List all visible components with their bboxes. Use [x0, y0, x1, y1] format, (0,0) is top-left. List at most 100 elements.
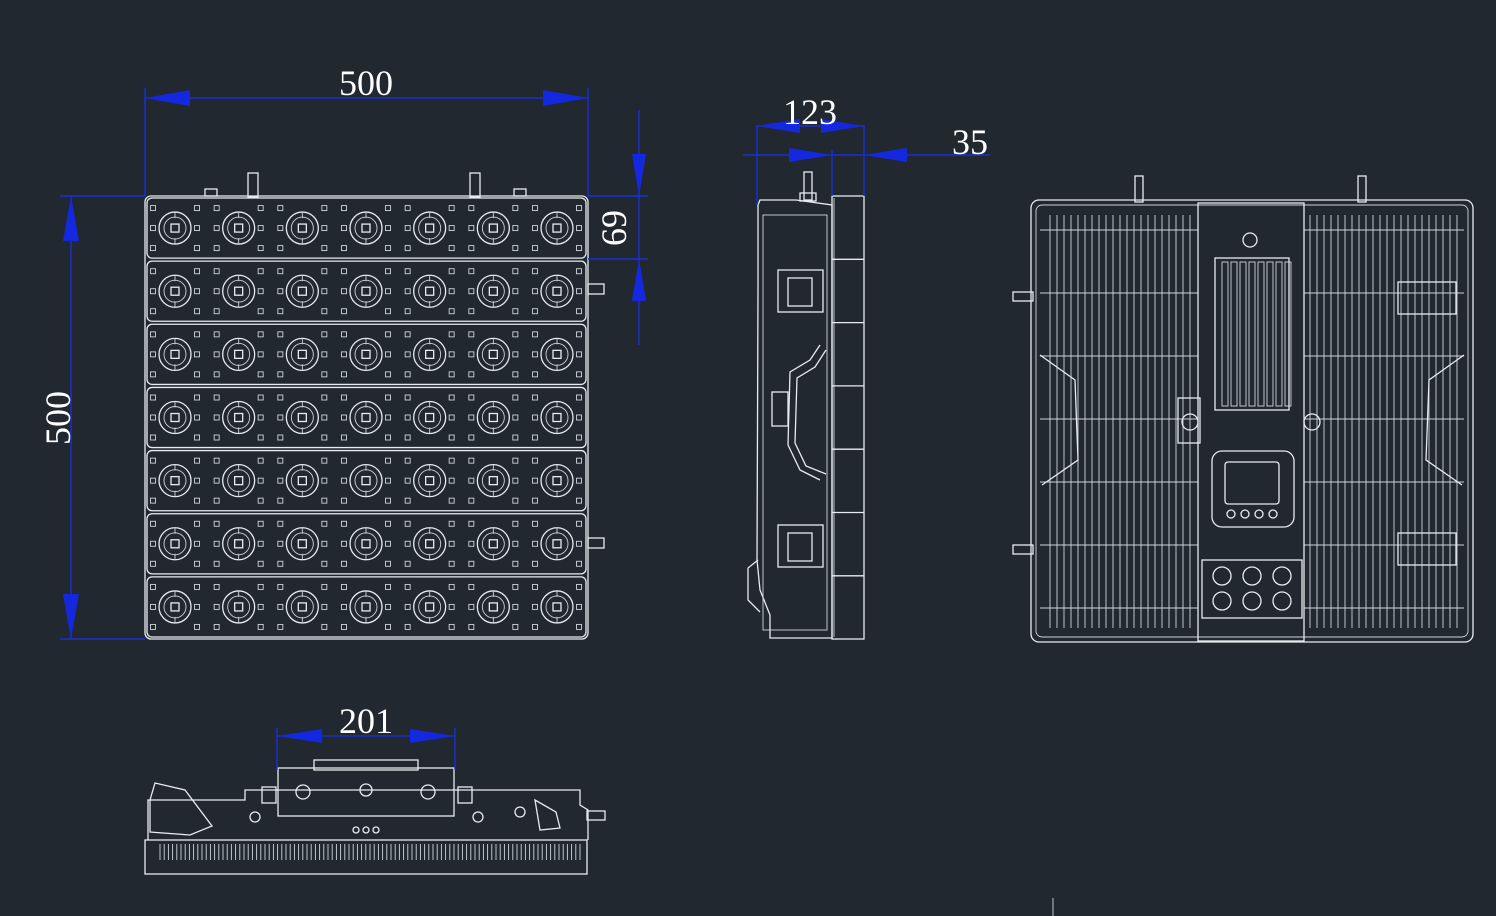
led-dot — [532, 205, 538, 212]
led-dot — [532, 497, 538, 504]
led-dot — [385, 414, 391, 421]
led-dot — [150, 288, 156, 295]
led-dot — [257, 520, 264, 527]
led-dot — [257, 394, 264, 401]
lens-chip — [488, 412, 498, 423]
led-dot — [150, 351, 156, 358]
led-dot — [512, 268, 519, 275]
led-dot — [341, 268, 347, 275]
lens-chip — [425, 286, 435, 296]
led-dot — [150, 205, 156, 212]
led-dot — [448, 351, 455, 358]
led-dot — [341, 308, 347, 315]
lens-chip — [297, 223, 307, 233]
lens-chip — [552, 223, 562, 233]
lens-inner — [354, 532, 378, 556]
led-dot — [194, 288, 200, 295]
lens-inner — [227, 469, 251, 493]
led-dot — [213, 540, 220, 547]
led-dot — [213, 371, 220, 378]
led-dot — [385, 434, 391, 441]
module-row — [146, 386, 587, 449]
lens-chip — [234, 286, 244, 296]
led-dot — [532, 351, 538, 358]
led-dot — [321, 205, 328, 212]
led-dot — [341, 623, 347, 630]
led-dot — [257, 331, 264, 338]
led-dot — [194, 560, 200, 567]
lens-inner — [290, 406, 314, 429]
led-dot — [468, 371, 475, 378]
led-dot — [257, 603, 264, 610]
led-dot — [385, 477, 391, 484]
lens-chip — [234, 475, 244, 486]
lens-chip — [234, 539, 244, 549]
led-dot — [512, 331, 519, 338]
led-dot — [404, 623, 411, 630]
led-dot — [448, 225, 455, 232]
led-dot — [532, 225, 538, 232]
led-dot — [468, 623, 475, 630]
led-dot — [576, 225, 582, 232]
lens-inner — [290, 342, 314, 366]
lens-chip — [488, 349, 498, 360]
side-depth-label: 123 — [783, 92, 837, 132]
led-dot — [213, 583, 220, 590]
led-dot — [257, 560, 264, 567]
lens-chip — [488, 602, 498, 612]
led-dot — [385, 560, 391, 567]
led-dot — [194, 520, 200, 527]
led-dot — [404, 371, 411, 378]
lens-chip — [234, 223, 244, 233]
led-dot — [448, 457, 455, 464]
led-dot — [321, 245, 328, 252]
led-dot — [512, 583, 519, 590]
led-dot — [404, 477, 411, 484]
led-dot — [213, 457, 220, 464]
led-dot — [321, 225, 328, 232]
led-dot — [404, 331, 411, 338]
lens-inner — [418, 342, 442, 366]
led-dot — [448, 603, 455, 610]
front-view — [144, 172, 605, 640]
lens-inner — [354, 469, 378, 493]
lens-chip — [425, 475, 435, 486]
led-dot — [321, 623, 328, 630]
lens-chip — [552, 412, 562, 423]
led-dot — [576, 308, 582, 315]
lens-inner — [418, 595, 442, 619]
led-dot — [257, 225, 264, 232]
led-dot — [213, 603, 220, 610]
led-dot — [213, 288, 220, 295]
led-dot — [194, 245, 200, 252]
led-dot — [532, 394, 538, 401]
led-dot — [321, 434, 328, 441]
led-dot — [257, 457, 264, 464]
led-dot — [576, 497, 582, 504]
lens-chip — [234, 412, 244, 423]
led-dot — [150, 477, 156, 484]
led-dot — [341, 371, 347, 378]
led-dot — [213, 623, 220, 630]
bottom-fins — [159, 844, 581, 860]
led-dot — [512, 245, 519, 252]
lens-chip — [361, 412, 371, 423]
led-dot — [468, 434, 475, 441]
led-dot — [277, 520, 284, 527]
lens-chip — [552, 475, 562, 486]
led-dot — [404, 497, 411, 504]
led-dot — [385, 245, 391, 252]
led-dot — [277, 477, 284, 484]
led-dot — [576, 288, 582, 295]
module-row — [146, 513, 587, 575]
led-dot — [257, 414, 264, 421]
lens-chip — [297, 539, 307, 549]
lens-inner — [354, 595, 378, 619]
led-dot — [257, 623, 264, 630]
led-dot — [213, 351, 220, 358]
led-dot — [532, 288, 538, 295]
lens-chip — [425, 223, 435, 233]
led-dot — [448, 414, 455, 421]
led-dot — [468, 603, 475, 610]
